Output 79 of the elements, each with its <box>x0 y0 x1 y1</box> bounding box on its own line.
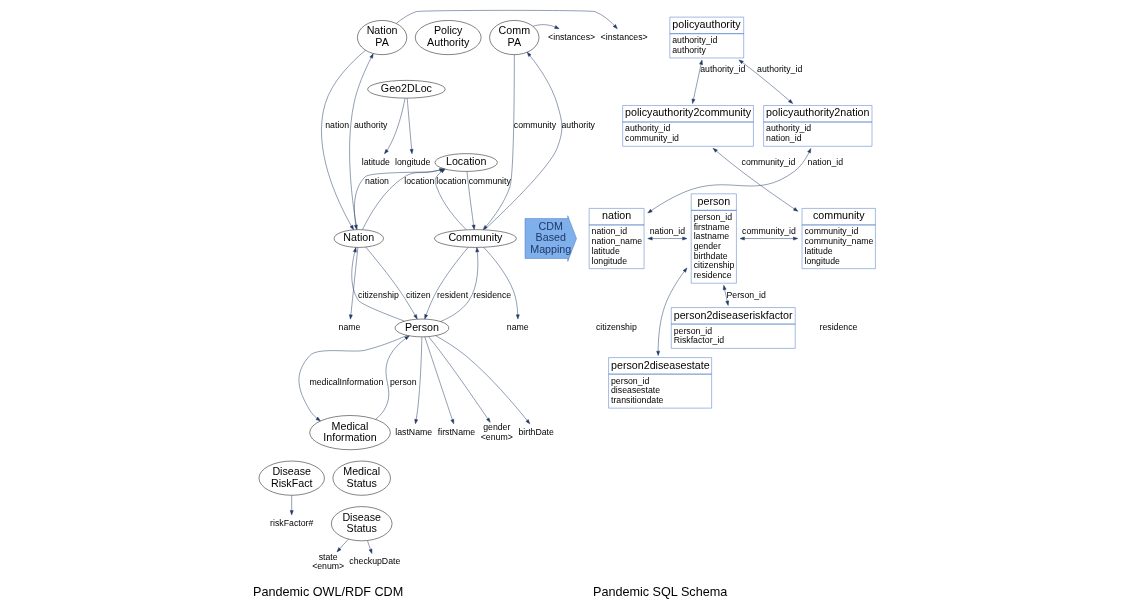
edge-label: authority <box>560 120 595 131</box>
arrow <box>406 98 413 154</box>
arrow <box>532 24 559 29</box>
arrow <box>365 246 418 320</box>
label: Pandemic OWL/RDF CDM <box>252 584 403 599</box>
edge-label: authority <box>353 120 387 131</box>
edge-label: resident <box>436 289 468 300</box>
edge-label: citizenship <box>357 289 399 300</box>
edge-label: authority_id <box>756 64 802 75</box>
node-text: name <box>338 322 360 333</box>
edge-label: authority_id <box>699 64 745 75</box>
edge-label: nation <box>364 175 389 186</box>
node-text: riskFactor# <box>269 517 313 528</box>
arrow <box>466 171 475 230</box>
node-text: state <enum> <box>311 551 344 572</box>
node-text: <instances> <box>547 31 595 42</box>
edge-label: community <box>513 120 556 131</box>
arrow <box>336 539 348 553</box>
arrow <box>383 98 405 154</box>
arrow <box>348 53 373 230</box>
node-ellipse: Medical Status <box>332 460 391 496</box>
edge-label: citizen <box>405 289 431 300</box>
arrow <box>434 335 530 425</box>
arrow <box>439 247 479 322</box>
arrow <box>712 148 798 212</box>
edge-label: community_id <box>741 156 795 167</box>
node-ellipse: Disease RiskFact <box>258 460 325 496</box>
arrow <box>348 247 358 320</box>
arrow <box>351 247 405 322</box>
arrow <box>722 285 729 306</box>
node-text: gender <enum> <box>480 421 513 442</box>
arrow <box>739 236 798 241</box>
node-ellipse: Nation PA <box>356 20 407 55</box>
edge-label: community <box>468 175 511 186</box>
arrow <box>434 168 467 231</box>
arrow <box>483 52 562 230</box>
arrow <box>320 50 366 231</box>
edge-label: community_id <box>741 226 796 237</box>
node-ellipse: Geo2DLoc <box>366 80 445 99</box>
edge-label: nation_id <box>649 226 685 237</box>
edge-label: location <box>435 175 466 186</box>
arrow <box>424 336 454 425</box>
arrow <box>298 335 407 422</box>
node-text: name <box>506 322 529 333</box>
arrow <box>647 148 811 214</box>
arrow <box>424 247 468 320</box>
arrow <box>691 59 703 104</box>
arrow <box>738 59 793 104</box>
node-ellipse: Community <box>433 229 517 248</box>
node-ellipse: Policy Authority <box>414 20 481 55</box>
edge-label: nation_id <box>807 156 843 167</box>
arrow <box>482 247 520 320</box>
node-text: latitude <box>361 156 390 167</box>
node-text: <instances> <box>600 31 648 42</box>
arrow <box>655 267 687 356</box>
node-text: longitude <box>394 156 430 167</box>
arrow <box>413 336 422 425</box>
edge-label: location <box>403 175 434 186</box>
arrow <box>366 540 372 554</box>
node-text: lastName <box>394 426 432 437</box>
edge-label: residence <box>472 289 511 300</box>
arrow <box>427 336 490 423</box>
arrow <box>374 335 409 420</box>
label: residence <box>819 322 857 333</box>
arrow <box>395 10 618 29</box>
edge-label: nation <box>324 120 349 131</box>
edge-label: medicalInformation <box>308 377 383 388</box>
edge-label: person <box>389 377 417 388</box>
edge-label: Person_id <box>725 289 766 300</box>
node-text: birthDate <box>517 426 554 437</box>
node-text: checkupDate <box>348 556 400 567</box>
label: citizenship <box>595 322 637 333</box>
arrow <box>482 54 515 230</box>
arrow <box>289 495 293 516</box>
label: Pandemic SQL Schema <box>592 584 727 599</box>
arrow <box>647 236 687 241</box>
node-ellipse: Disease Status <box>330 506 392 542</box>
node-ellipse: Nation <box>333 229 384 248</box>
node-text: firstName <box>437 426 475 437</box>
